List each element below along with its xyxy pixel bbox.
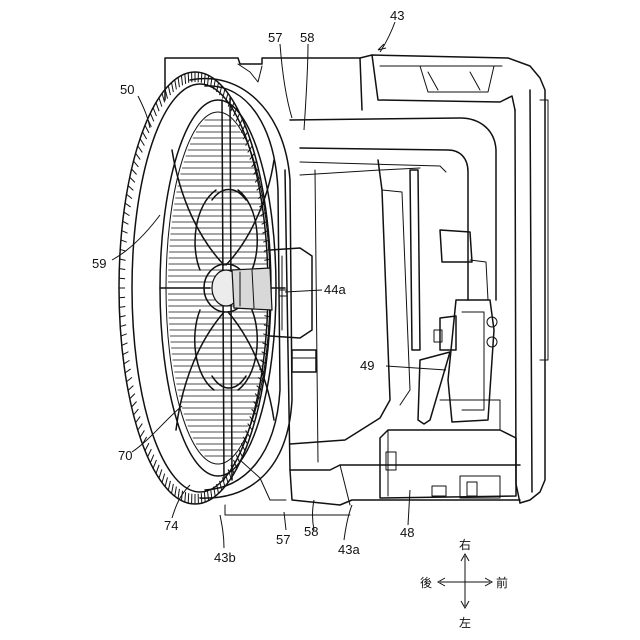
ring-tooth bbox=[145, 443, 149, 451]
ring-tooth bbox=[156, 103, 159, 112]
ring-tooth bbox=[121, 240, 127, 242]
ring-tooth bbox=[207, 75, 208, 85]
label-43b: 43b bbox=[214, 550, 236, 565]
ring-tooth bbox=[123, 221, 129, 224]
ring-tooth bbox=[140, 139, 144, 146]
ring-tooth bbox=[185, 74, 186, 84]
ring-tooth bbox=[134, 409, 139, 415]
ring-tooth bbox=[207, 491, 208, 501]
label-57-top: 57 bbox=[268, 30, 282, 45]
ring-tooth bbox=[130, 394, 135, 399]
ring-tooth bbox=[120, 325, 126, 327]
ring-tooth bbox=[125, 203, 131, 207]
ring-tooth bbox=[168, 86, 170, 95]
label-74: 74 bbox=[164, 518, 178, 533]
ring-tooth bbox=[124, 212, 130, 216]
ring-tooth bbox=[165, 477, 167, 486]
ring-tooth bbox=[181, 75, 182, 85]
ring-tooth bbox=[136, 153, 141, 159]
ring-tooth bbox=[132, 169, 137, 175]
ring-tooth bbox=[119, 306, 125, 307]
ring-tooth bbox=[178, 77, 179, 87]
ring-tooth bbox=[172, 83, 174, 93]
ring-tooth bbox=[122, 343, 128, 346]
label-43a: 43a bbox=[338, 542, 360, 557]
compass-right-label: 前 bbox=[496, 575, 508, 590]
label-48: 48 bbox=[400, 525, 414, 540]
ring-tooth bbox=[119, 269, 125, 270]
label-44a: 44a bbox=[324, 282, 346, 297]
label-70: 70 bbox=[118, 448, 132, 463]
ring-tooth bbox=[153, 108, 156, 116]
ring-tooth bbox=[127, 377, 132, 381]
ring-tooth bbox=[138, 146, 143, 153]
ring-tooth bbox=[159, 469, 162, 478]
ring-tooth bbox=[159, 98, 162, 107]
ring-tooth bbox=[175, 80, 177, 90]
ring-tooth bbox=[128, 386, 133, 391]
bottom-box-48 bbox=[380, 430, 516, 498]
ring-tooth bbox=[204, 492, 205, 502]
ring-tooth bbox=[120, 316, 126, 317]
ring-tooth bbox=[123, 352, 129, 355]
ring-tooth bbox=[150, 113, 154, 121]
hinge-mechanism bbox=[418, 300, 500, 430]
ring-tooth bbox=[124, 360, 130, 364]
label-49: 49 bbox=[360, 358, 374, 373]
ring-tooth bbox=[122, 231, 128, 234]
ring-tooth bbox=[128, 186, 133, 191]
ring-tooth bbox=[153, 460, 156, 468]
label-59: 59 bbox=[92, 256, 106, 271]
ring-tooth bbox=[150, 455, 154, 463]
ring-tooth bbox=[136, 416, 141, 422]
ring-tooth bbox=[185, 492, 186, 502]
ring-tooth bbox=[168, 481, 170, 490]
ring-tooth bbox=[145, 125, 149, 133]
ring-tooth bbox=[178, 489, 179, 499]
label-57-bottom: 57 bbox=[276, 532, 290, 547]
label-58-top: 58 bbox=[300, 30, 314, 45]
compass-down-label: 左 bbox=[459, 615, 471, 630]
ring-tooth bbox=[132, 401, 137, 407]
ring-tooth bbox=[211, 489, 212, 499]
ring-tooth bbox=[188, 493, 189, 503]
ring-tooth bbox=[134, 161, 139, 167]
compass-left-label: 後 bbox=[420, 576, 432, 590]
ring-tooth bbox=[125, 369, 131, 373]
ring-tooth bbox=[162, 474, 165, 483]
ring-tooth bbox=[121, 334, 127, 336]
ring-tooth bbox=[138, 424, 143, 431]
ring-tooth bbox=[140, 430, 144, 437]
ring-tooth bbox=[162, 93, 165, 102]
label-43: 43 bbox=[390, 8, 404, 23]
ring-tooth bbox=[172, 484, 174, 494]
direction-compass: 右 左 後 前 bbox=[420, 537, 508, 630]
fan-guard-70 bbox=[160, 98, 287, 480]
ring-tooth bbox=[127, 194, 132, 198]
label-50: 50 bbox=[120, 82, 134, 97]
ring-tooth bbox=[175, 487, 177, 497]
ring-tooth bbox=[188, 73, 189, 83]
label-58-bottom: 58 bbox=[304, 524, 318, 539]
compass-up-label: 右 bbox=[459, 537, 471, 552]
fan-bracket-44a bbox=[270, 248, 316, 372]
ring-tooth bbox=[156, 465, 159, 474]
ring-tooth bbox=[120, 259, 126, 260]
ring-tooth bbox=[142, 132, 146, 139]
ring-tooth bbox=[148, 449, 152, 457]
ring-tooth bbox=[130, 177, 135, 182]
